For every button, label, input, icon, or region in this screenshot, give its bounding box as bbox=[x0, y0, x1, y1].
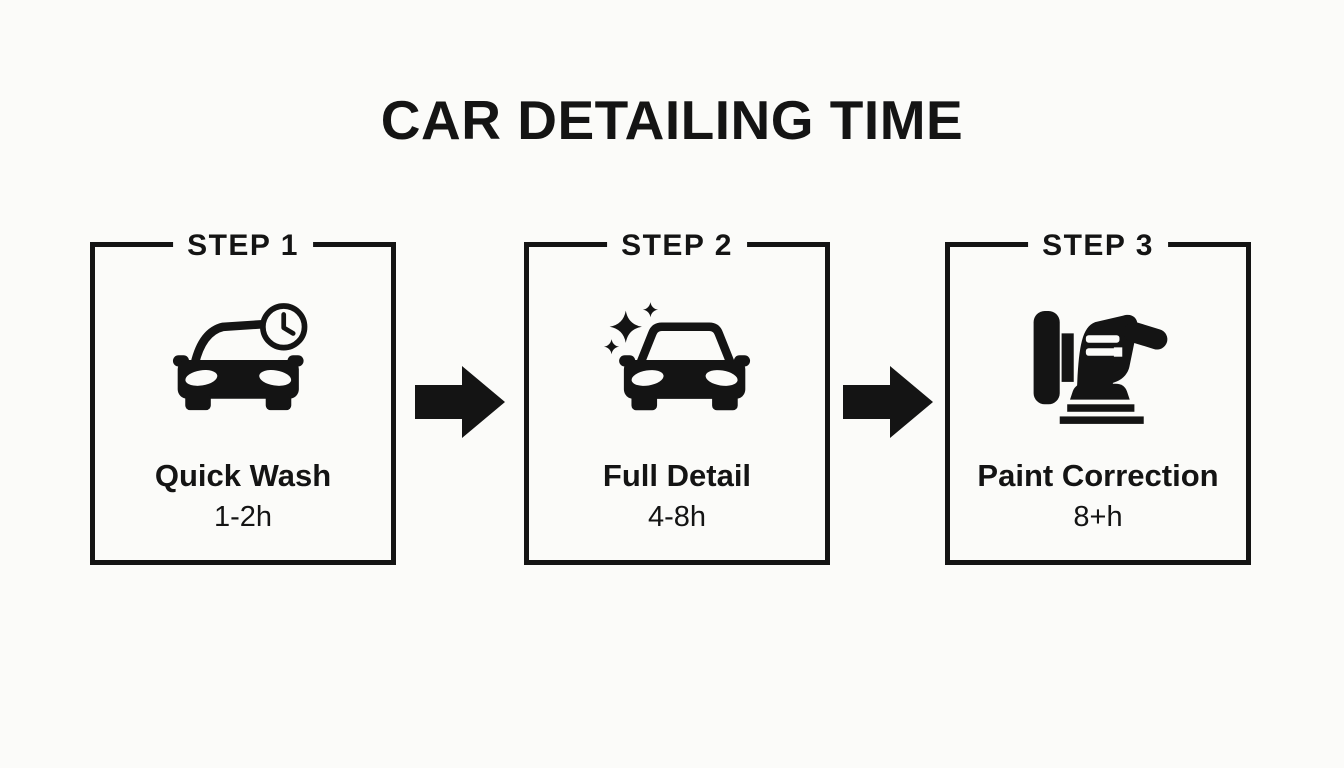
step-name: Full Detail bbox=[602, 458, 752, 493]
right-arrow-icon bbox=[415, 366, 505, 438]
icon-wrap bbox=[1028, 293, 1168, 425]
step-duration: 4-8h bbox=[647, 501, 707, 533]
step-name: Quick Wash bbox=[154, 458, 332, 493]
arrow-cell bbox=[396, 242, 524, 438]
step-box-quick-wash: STEP 1 Quick Wash 1-2h bbox=[90, 231, 396, 565]
arrow-cell bbox=[830, 242, 945, 438]
step-label: STEP 3 bbox=[1028, 231, 1168, 261]
car-with-clock-icon bbox=[172, 303, 308, 411]
step-box-full-detail: STEP 2 Full Detail bbox=[524, 231, 830, 565]
icon-wrap bbox=[172, 293, 314, 425]
icon-wrap bbox=[603, 293, 751, 425]
step-name: Paint Correction bbox=[977, 458, 1219, 493]
step-label: STEP 1 bbox=[173, 231, 313, 261]
steps-row: STEP 1 Quick Wash 1-2h bbox=[90, 231, 1251, 565]
step-box-paint-correction: STEP 3 bbox=[945, 231, 1251, 565]
step-duration: 1-2h bbox=[213, 501, 273, 533]
polisher-icon bbox=[1033, 310, 1168, 424]
step-duration: 8+h bbox=[1073, 501, 1123, 533]
page-title: CAR DETAILING TIME bbox=[380, 89, 964, 151]
right-arrow-icon bbox=[842, 366, 933, 438]
step-label: STEP 2 bbox=[607, 231, 747, 261]
car-with-sparkles-icon bbox=[603, 302, 751, 411]
